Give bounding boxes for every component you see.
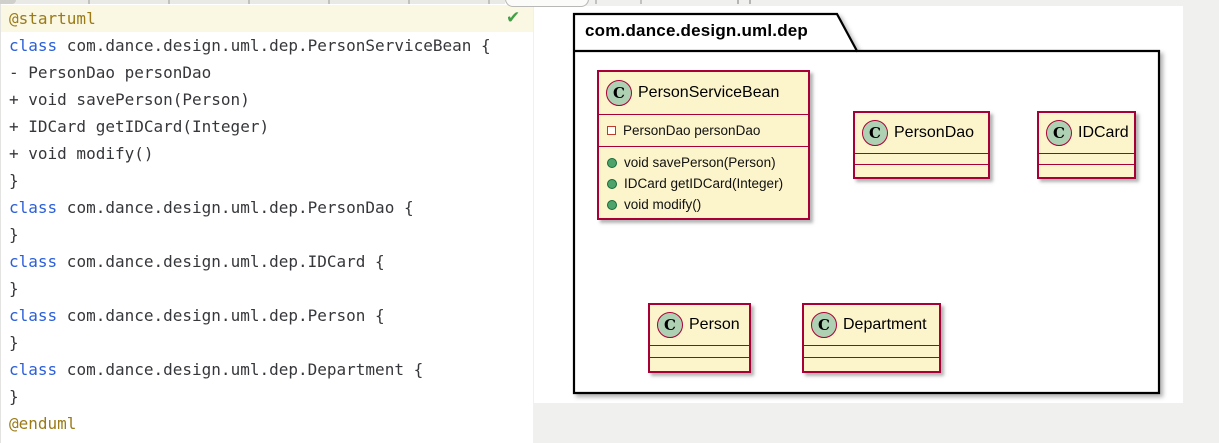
public-method-icon <box>607 178 617 189</box>
methods-compartment <box>804 357 939 371</box>
code-line[interactable]: - PersonDao personDao <box>9 63 212 82</box>
method-row: void savePerson(Person) <box>599 152 808 173</box>
top-tab-separator <box>248 0 250 4</box>
field-row: PersonDao personDao <box>599 123 760 138</box>
code-line[interactable]: } <box>9 279 19 298</box>
class-name: IDCard <box>1078 124 1129 141</box>
methods-compartment <box>650 357 749 371</box>
methods-compartment <box>855 164 988 177</box>
class-header: C IDCard <box>1039 113 1134 153</box>
class-box-persondao: C PersonDao <box>853 111 990 179</box>
public-method-icon <box>607 157 617 168</box>
fields-compartment <box>1039 153 1134 164</box>
top-tab-separator <box>595 0 597 4</box>
top-cutoff-tab <box>505 0 589 7</box>
method-row: IDCard getIDCard(Integer) <box>599 173 808 194</box>
top-tab-separator <box>88 0 90 4</box>
private-field-icon <box>607 126 616 135</box>
top-cutoff-element <box>737 0 751 4</box>
class-header: C PersonServiceBean <box>599 72 808 114</box>
code-line[interactable]: + IDCard getIDCard(Integer) <box>9 117 270 136</box>
class-header: C Person <box>650 305 749 345</box>
code-line[interactable]: } <box>9 333 19 352</box>
class-box-department: C Department <box>802 303 941 373</box>
code-line[interactable]: @enduml <box>9 414 77 433</box>
fields-compartment <box>855 153 988 164</box>
fields-compartment: PersonDao personDao <box>599 114 808 146</box>
class-name: PersonServiceBean <box>638 84 780 101</box>
code-line[interactable]: class com.dance.design.uml.dep.Person { <box>9 306 385 325</box>
code-area[interactable]: @startuml class com.dance.design.uml.dep… <box>1 5 533 437</box>
top-tab-separator <box>640 0 642 4</box>
method-text: void modify() <box>624 197 702 212</box>
syntax-ok-check-icon: ✔ <box>506 8 521 28</box>
top-cutoff-tab-corner <box>0 0 16 4</box>
class-name: Department <box>843 316 927 333</box>
package-name: com.dance.design.uml.dep <box>585 21 809 40</box>
class-icon: C <box>606 80 632 106</box>
public-method-icon <box>607 199 617 210</box>
top-tab-separator <box>168 0 170 4</box>
top-tab-separator <box>488 0 490 4</box>
class-icon: C <box>811 312 837 338</box>
code-line[interactable]: } <box>9 171 19 190</box>
code-line[interactable]: class com.dance.design.uml.dep.PersonDao… <box>9 198 414 217</box>
fields-compartment <box>650 345 749 357</box>
class-header: C Department <box>804 305 939 345</box>
code-line[interactable]: @startuml <box>1 5 533 32</box>
class-header: C PersonDao <box>855 113 988 153</box>
fields-compartment <box>804 345 939 357</box>
plantuml-code-editor[interactable]: @startuml class com.dance.design.uml.dep… <box>0 0 533 443</box>
class-icon: C <box>657 312 683 338</box>
top-tab-separator <box>408 0 410 4</box>
code-line[interactable]: + void savePerson(Person) <box>9 90 250 109</box>
methods-compartment: void savePerson(Person) IDCard getIDCard… <box>599 146 808 218</box>
top-cutoff-strip <box>0 0 505 4</box>
class-name: PersonDao <box>894 124 975 141</box>
top-tab-separator <box>328 0 330 4</box>
method-row: void modify() <box>599 194 808 215</box>
class-icon: C <box>1046 120 1072 146</box>
diagram-preview-panel: com.dance.design.uml.dep C PersonService… <box>533 0 1219 443</box>
field-text: PersonDao personDao <box>623 123 761 138</box>
diagram-canvas: com.dance.design.uml.dep C PersonService… <box>534 6 1183 403</box>
code-line[interactable]: } <box>9 225 19 244</box>
code-line[interactable]: class com.dance.design.uml.dep.PersonSer… <box>9 36 491 55</box>
method-text: void savePerson(Person) <box>624 155 776 170</box>
code-line[interactable]: class com.dance.design.uml.dep.Departmen… <box>9 360 424 379</box>
code-line[interactable]: + void modify() <box>9 144 154 163</box>
methods-compartment <box>1039 164 1134 177</box>
class-box-person: C Person <box>648 303 751 373</box>
class-box-idcard: C IDCard <box>1037 111 1136 179</box>
class-icon: C <box>862 120 888 146</box>
class-name: Person <box>689 316 740 333</box>
code-line[interactable]: } <box>9 387 19 406</box>
code-line[interactable]: class com.dance.design.uml.dep.IDCard { <box>9 252 385 271</box>
class-box-personservicebean: C PersonServiceBean PersonDao personDao … <box>597 70 810 220</box>
method-text: IDCard getIDCard(Integer) <box>624 176 784 191</box>
